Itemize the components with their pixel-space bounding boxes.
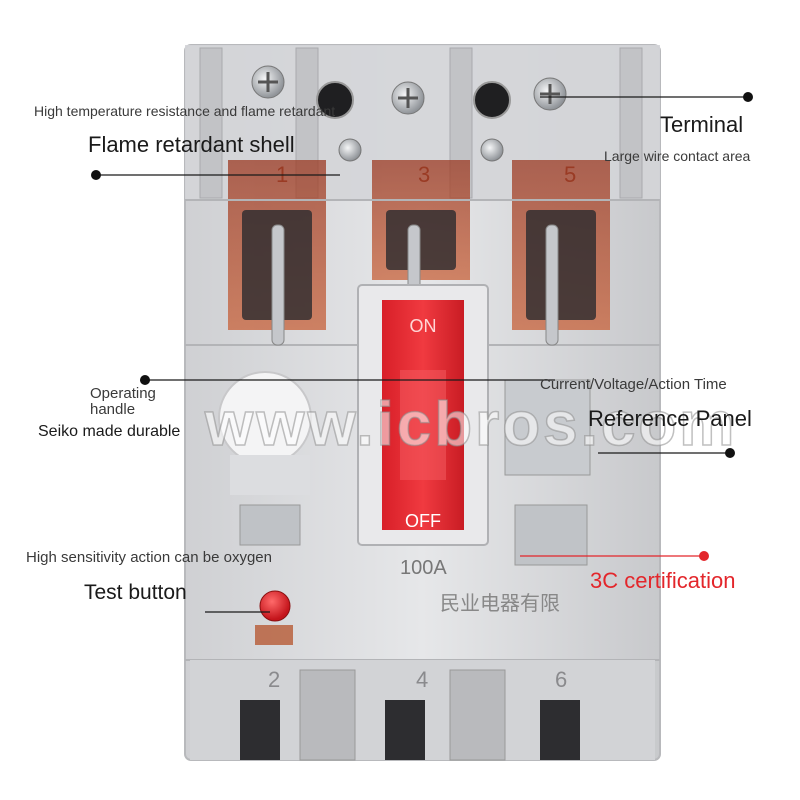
cert-callout-line [520,551,709,561]
svg-text:2: 2 [268,667,280,692]
svg-text:5: 5 [564,162,576,187]
contact-blades [271,224,559,346]
terminal-subtitle: Large wire contact area [604,148,751,164]
svg-text:6: 6 [555,667,567,692]
rating-area: 100A 民业电器有限 [400,557,560,615]
svg-text:100A: 100A [400,557,447,579]
panel-subtitle: Current/Voltage/Action Time [540,376,727,393]
handle-title-line2: handle [90,401,136,418]
flame-subtitle: High temperature resistance and flame re… [34,103,336,119]
callout-lines [91,92,753,613]
svg-text:3: 3 [418,162,430,187]
reference-panel-block [239,379,591,566]
panel-title: Reference Panel [588,406,752,431]
bottom-terminals: 2 4 6 [190,660,655,761]
svg-text:OFF: OFF [405,511,441,531]
terminal-title: Terminal [660,112,744,137]
operating-handle: ON OFF [357,284,489,546]
handle-subtitle: Seiko made durable [38,423,181,440]
test-subtitle: High sensitivity action can be oxygen [26,549,272,566]
watermark-text: www.icbros.com [204,390,738,459]
handle-title-line1: Operating [90,385,156,402]
top-terminal-screws [251,65,567,162]
reference-knob [218,371,312,495]
svg-text:ON: ON [410,316,437,336]
test-button-visual [255,590,293,645]
flame-title: Flame retardant shell [88,132,295,157]
test-title: Test button [84,581,187,604]
top-terminal-numbers: 1 3 5 [276,162,576,187]
svg-text:民业电器有限: 民业电器有限 [440,592,560,615]
cert-title: 3C certification [590,568,736,593]
svg-text:4: 4 [416,667,428,692]
